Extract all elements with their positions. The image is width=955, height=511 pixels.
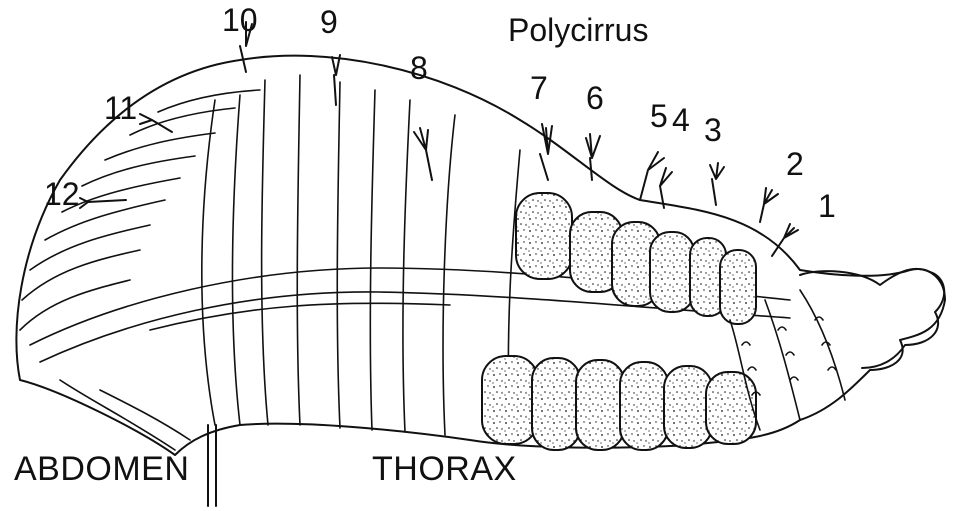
figure-title: Polycirrus — [508, 14, 648, 46]
segment-label-1: 1 — [818, 190, 836, 222]
segment-label-11: 11 — [104, 92, 137, 124]
segment-label-5: 5 — [650, 100, 668, 132]
ventral-pads — [482, 356, 756, 450]
abdominal-segment-lines — [20, 90, 260, 450]
notopodia-chaetae — [80, 22, 798, 256]
segment-label-7: 7 — [530, 72, 548, 104]
dorsal-pads — [516, 193, 756, 324]
region-divider — [208, 425, 216, 506]
segment-label-4: 4 — [672, 104, 690, 136]
segment-boundaries — [202, 75, 520, 440]
segment-label-8: 8 — [410, 52, 428, 84]
thorax-label: THORAX — [372, 452, 517, 486]
segment-label-12: 12 — [44, 178, 80, 210]
segment-label-3: 3 — [704, 114, 722, 146]
segment-label-6: 6 — [586, 82, 604, 114]
body-outline — [16, 56, 945, 455]
abdomen-label: ABDOMEN — [14, 452, 189, 486]
segment-label-10: 10 — [222, 4, 258, 36]
segment-label-9: 9 — [320, 6, 338, 38]
segment-label-2: 2 — [786, 148, 804, 180]
